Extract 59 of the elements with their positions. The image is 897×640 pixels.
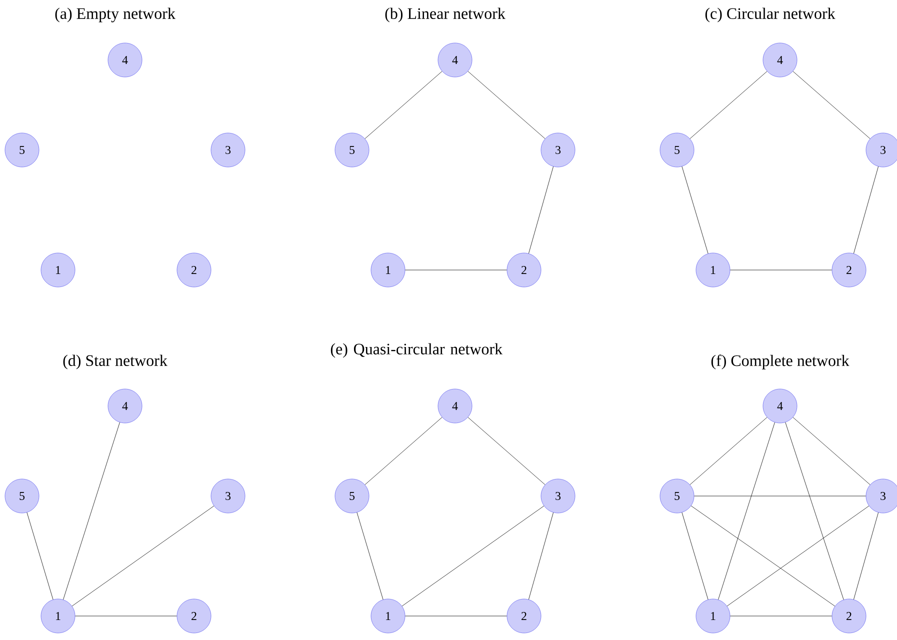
edge-line <box>682 512 708 600</box>
edge-line <box>792 417 870 485</box>
network-node: 1 <box>696 252 730 288</box>
network-node: 2 <box>176 598 212 634</box>
network-node: 4 <box>108 388 142 424</box>
edge-line <box>718 422 775 600</box>
network-node: 5 <box>4 132 40 168</box>
network-node: 3 <box>540 478 576 514</box>
network-node: 5 <box>4 478 40 514</box>
network-node: 3 <box>540 132 576 168</box>
network-node: 1 <box>370 252 406 288</box>
network-node: 2 <box>506 598 542 634</box>
network-node: 5 <box>660 478 694 514</box>
network-node: 5 <box>334 132 370 168</box>
network-node: 4 <box>762 42 798 78</box>
edge-line <box>690 71 768 139</box>
network-node: 2 <box>832 252 866 288</box>
edge-line <box>468 417 546 485</box>
edge-line <box>468 71 546 139</box>
network-node: 3 <box>866 478 897 514</box>
network-node: 4 <box>108 42 142 78</box>
edge-line <box>726 506 870 606</box>
edge-line <box>792 71 870 139</box>
network-node: 3 <box>210 478 246 514</box>
edge-line <box>690 417 768 485</box>
panel-title: (f) Complete network <box>711 354 850 370</box>
network-node: 1 <box>696 598 730 634</box>
panel-title: (a) Empty network <box>55 8 176 22</box>
panel-title: (e) Quasi-circular network <box>330 343 503 358</box>
network-node: 1 <box>40 598 76 634</box>
edge-line <box>364 417 442 485</box>
panel-title: (c) Circular network <box>705 8 836 22</box>
edge-line <box>356 512 384 600</box>
edge-line <box>690 506 836 606</box>
network-node: 1 <box>370 598 406 634</box>
network-node: 2 <box>506 252 542 288</box>
network-node: 5 <box>660 132 694 168</box>
edge-line <box>402 506 544 606</box>
edge-line <box>854 512 879 600</box>
network-node: 4 <box>762 388 798 424</box>
edge-line <box>364 71 442 139</box>
network-node: 4 <box>438 388 472 424</box>
edge-line <box>528 512 554 600</box>
network-node: 2 <box>832 598 866 634</box>
panel-title: (b) Linear network <box>385 8 506 22</box>
edge-line <box>528 166 554 254</box>
edge-line <box>72 506 214 606</box>
network-node: 5 <box>334 478 370 514</box>
edge-line <box>26 512 54 600</box>
edge-line <box>854 166 879 254</box>
network-node: 3 <box>210 132 246 168</box>
edge-line <box>785 422 844 600</box>
network-node: 2 <box>176 252 212 288</box>
network-node: 3 <box>866 132 897 168</box>
edge-line <box>63 422 120 600</box>
network-node: 4 <box>438 42 472 78</box>
panel-title: (d) Star network <box>63 354 168 370</box>
edge-line <box>682 166 708 254</box>
network-node: 1 <box>40 252 76 288</box>
